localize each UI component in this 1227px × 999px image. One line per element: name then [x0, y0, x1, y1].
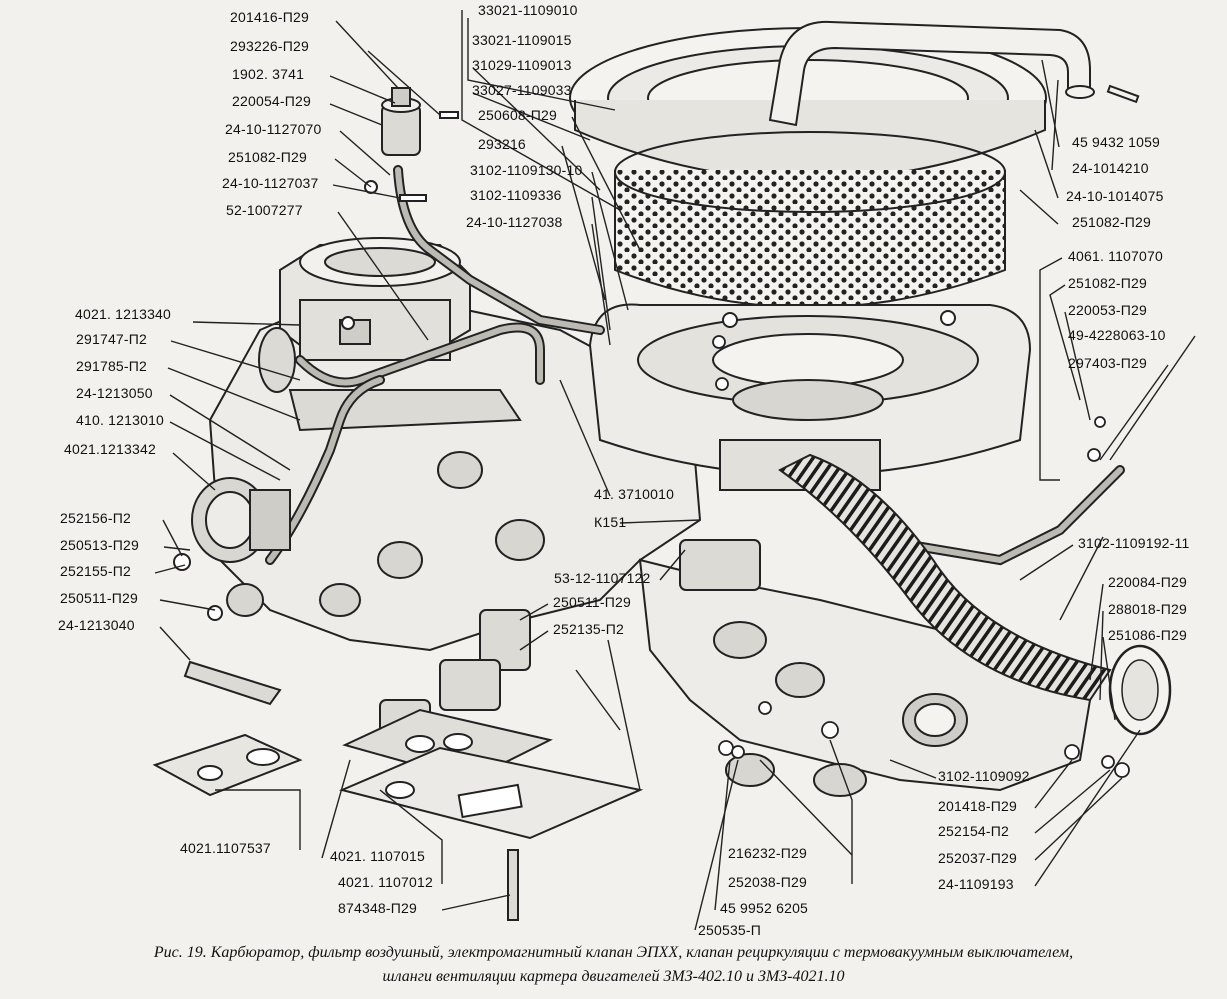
air-filter	[569, 27, 1047, 491]
label-220053: 220053-П29	[1068, 302, 1148, 318]
label-24-1213050: 24-1213050	[76, 385, 153, 401]
label-251086: 251086-П29	[1108, 627, 1188, 643]
leader-lines	[154, 10, 1196, 931]
label-4021-1213342: 4021.1213342	[64, 441, 156, 457]
label-288018: 288018-П29	[1108, 601, 1188, 617]
label-252038: 252038-П29	[728, 874, 808, 890]
label-24-10-1127037: 24-10-1127037	[222, 175, 319, 191]
label-k151: К151	[594, 514, 627, 530]
label-53-12-1107122: 53-12-1107122	[554, 570, 651, 586]
label-291785: 291785-П2	[76, 358, 148, 374]
label-52-1007277: 52-1007277	[226, 202, 303, 218]
solenoid-valve	[364, 87, 459, 202]
label-31029-1109013: 31029-1109013	[472, 57, 572, 73]
label-201418: 201418-П29	[938, 798, 1018, 814]
label-252154: 252154-П2	[938, 823, 1010, 839]
label-41-3710010: 41. 3710010	[594, 486, 675, 502]
label-251082-a: 251082-П29	[228, 149, 308, 165]
label-3102-1109192-11: 3102-1109192-11	[1078, 535, 1190, 551]
label-293226: 293226-П29	[230, 38, 310, 54]
label-4021-1213340: 4021. 1213340	[75, 306, 172, 322]
intake-manifold	[208, 299, 1092, 797]
label-4061-1107070: 4061. 1107070	[1068, 248, 1163, 264]
label-201416: 201416-П29	[230, 9, 310, 25]
label-33021-1109015: 33021-1109015	[472, 32, 572, 48]
label-410-1213010: 410. 1213010	[76, 412, 165, 428]
label-252037: 252037-П29	[938, 850, 1018, 866]
label-220054: 220054-П29	[232, 93, 312, 109]
fasteners	[712, 335, 1130, 778]
label-1902-3741: 1902. 3741	[232, 66, 305, 82]
label-252155: 252155-П2	[60, 563, 132, 579]
label-220084: 220084-П29	[1108, 574, 1188, 590]
label-252135: 252135-П2	[553, 621, 625, 637]
label-250513: 250513-П29	[60, 537, 140, 553]
label-3102-1109336: 3102-1109336	[470, 187, 562, 203]
label-4021-1107537: 4021.1107537	[180, 840, 271, 856]
label-33021-1109010: 33021-1109010	[478, 2, 578, 18]
label-24-1109193: 24-1109193	[938, 876, 1014, 892]
label-291747: 291747-П2	[76, 331, 148, 347]
label-250511-a: 250511-П29	[60, 590, 138, 606]
label-3102-1109130-10: 3102-1109130-10	[470, 162, 583, 178]
figure-caption-line1: Рис. 19. Карбюратор, фильтр воздушный, э…	[153, 944, 1074, 961]
egr-valve	[173, 477, 291, 621]
label-24-10-1127038: 24-10-1127038	[466, 214, 563, 230]
figure-caption-line2: шланги вентиляции картера двигателей ЗМЗ…	[382, 968, 845, 985]
label-251082-c: 251082-П29	[1068, 275, 1148, 291]
label-24-1213040: 24-1213040	[58, 617, 135, 633]
label-24-10-1014075: 24-10-1014075	[1066, 188, 1164, 204]
label-297403: 297403-П29	[1068, 355, 1148, 371]
label-4021-1107012: 4021. 1107012	[338, 874, 433, 890]
label-45-9952-6205: 45 9952 6205	[720, 900, 809, 916]
label-252156: 252156-П2	[60, 510, 132, 526]
label-3102-1109092: 3102-1109092	[938, 768, 1030, 784]
label-874348: 874348-П29	[338, 900, 418, 916]
label-24-1014210: 24-1014210	[1072, 160, 1149, 176]
corrugated-hose	[778, 453, 1172, 736]
label-49-4228063-10: 49-4228063-10	[1068, 327, 1166, 343]
label-250608: 250608-П29	[478, 107, 558, 123]
label-216232: 216232-П29	[728, 845, 808, 861]
label-33027-1109033: 33027-1109033	[472, 82, 572, 98]
label-251082-b: 251082-П29	[1072, 214, 1152, 230]
label-24-10-1127070: 24-10-1127070	[225, 121, 322, 137]
label-4021-1107015: 4021. 1107015	[330, 848, 425, 864]
label-293216: 293216	[478, 136, 526, 152]
label-250511-b: 250511-П29	[553, 594, 631, 610]
breather-tube	[768, 20, 1140, 127]
gaskets	[152, 660, 644, 921]
label-45-9432-1059: 45 9432 1059	[1072, 134, 1161, 150]
label-250535: 250535-П	[698, 922, 762, 938]
